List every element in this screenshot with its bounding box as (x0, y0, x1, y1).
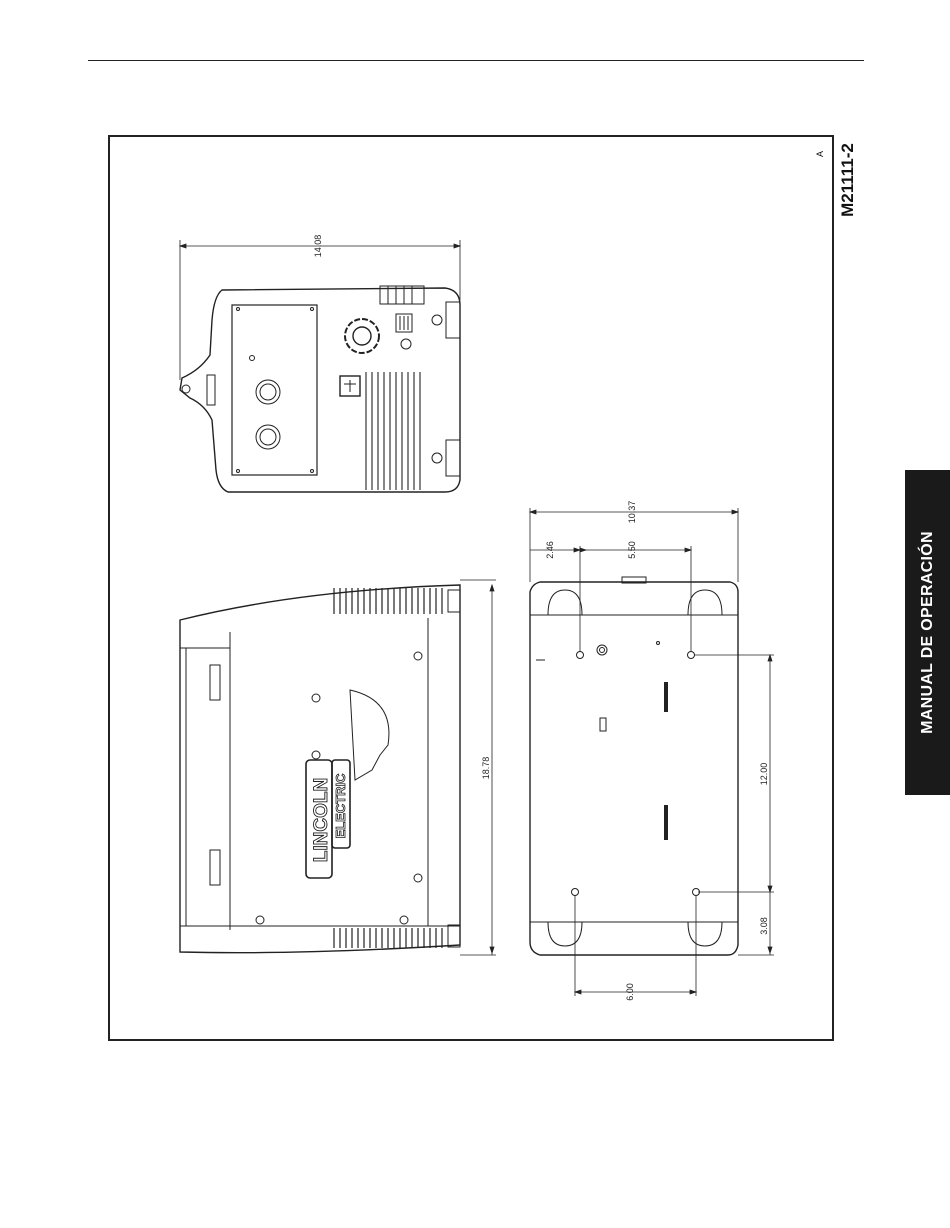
section-tab: MANUAL DE OPERACIÓN (905, 470, 950, 795)
drawing-frame (108, 135, 834, 1041)
drawing-number: M21111-2 (838, 140, 858, 220)
revision-letter: A (814, 144, 826, 164)
section-tab-label: MANUAL DE OPERACIÓN (915, 470, 940, 795)
